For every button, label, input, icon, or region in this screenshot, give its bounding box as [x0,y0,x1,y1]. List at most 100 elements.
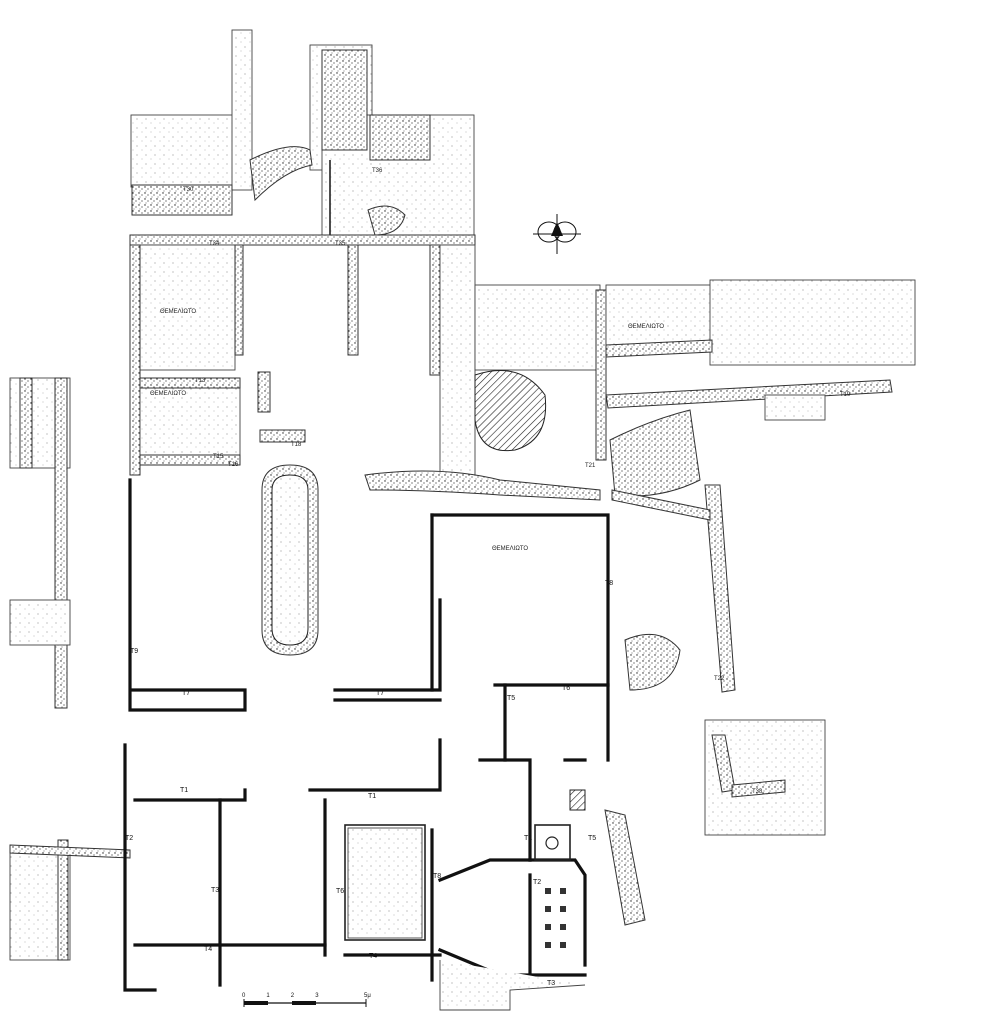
hatched-block [569,789,586,811]
well-frame [534,824,571,861]
wall-t1-west [133,788,247,802]
label-t30: T30 [183,187,194,193]
trench-nw-1 [130,114,237,188]
label-t16: T16 [228,462,239,468]
wall-t2-east [528,858,587,967]
west-wall-2 [54,377,68,709]
wall-t7-east [333,598,442,692]
wall-t13 [139,377,241,389]
wall-t9 [128,478,247,712]
wall-upper-divider-3 [429,244,441,376]
scale-tick-label: 2 [291,993,295,999]
label-t6: T6 [562,685,570,692]
upper-rooms [129,234,916,476]
wall-t19 [605,379,893,409]
wall-t21 [611,489,711,521]
wall-themelioto-2-south [605,339,713,358]
wall-west-long [129,244,141,476]
scale-tick-label: 0 [242,993,246,999]
west-fragment-2 [9,599,71,646]
scale-bar [243,999,367,1007]
wall-t1-east [478,758,532,862]
room-themelioto-2 [605,284,712,346]
label-t6: T6 [336,888,344,895]
label-t3: T3 [547,980,555,987]
main-building [123,478,826,1011]
label-t35: T35 [335,241,346,247]
wall-t38 [731,779,786,798]
rubble-mound-north [367,205,406,236]
apse-inner [271,474,309,646]
trench-t19-pit [764,394,826,421]
label-t2: T2 [533,879,541,886]
wall-t3-east [528,873,587,977]
label-t7: T7 [376,690,384,697]
wall-t8-upper [430,513,610,762]
wall-strip-north-1 [231,29,253,191]
label-t8: T8 [605,580,613,587]
north-arrow-icon [533,214,581,254]
rubble-spread-east [609,409,701,497]
label-t3: T3 [211,887,219,894]
west-wall-diag [9,844,131,859]
room-themelioto-1 [139,244,236,371]
area-labels: ΘΕΜΕΛΙΩΤΟ ΘΕΜΕΛΙΩΤΟ ΘΕΜΕΛΙΩΤΟ ΘΕΜΕΛΙΩΤΟ [150,309,664,552]
room-t13 [139,379,241,456]
wall-t2-west [123,743,157,992]
label-t19: T19 [840,392,851,398]
label-t5: T5 [507,695,515,702]
wall-diagonal-1 [437,858,532,883]
label-t38: T38 [752,789,763,795]
room-inner-fill [347,827,423,939]
middle-zone [139,371,736,693]
wall-t22-east [704,484,736,693]
pier-1 [257,371,271,413]
apsidal-building [261,464,319,656]
west-wall-3 [57,839,69,961]
area-label-themelioto: ΘΕΜΕΛΙΩΤΟ [150,391,186,397]
label-t2: T2 [125,835,133,842]
rubble-wall-t30 [131,184,233,216]
trench-strip-east [439,244,476,476]
rubble-fill-north [321,49,368,151]
scale-tick-label: 1 [266,993,270,999]
label-t5: T5 [588,835,596,842]
label-t34: T34 [209,241,220,247]
rubble-path-north [249,146,313,202]
north-trenches [130,29,475,241]
wall-east-vertical [595,289,607,461]
scale-tick-label: 3 [315,993,319,999]
label-t8: T8 [433,873,441,880]
rubble-band-east-west [364,470,601,501]
label-t21: T21 [585,463,596,469]
pillar-grid [545,888,566,948]
label-t4: T4 [369,953,377,960]
well-icon [545,836,559,850]
label-t1: T1 [368,793,376,800]
label-t18: T18 [291,442,302,448]
label-t1: T1 [524,835,532,842]
wall-t1-middle [308,738,442,792]
rubble-fill-north-2 [369,114,431,161]
wall-t22-lower [604,809,646,926]
rubble-mound-east [624,633,681,691]
scale-tick-label: 5μ [364,993,371,999]
wall-labels: T1 T1 T1 T2 T2 T3 T3 T4 T4 T5 T5 T6 T6 T… [125,168,851,987]
room-inner-middle [344,824,426,941]
label-t9: T9 [130,648,138,655]
label-t36: T36 [372,168,383,174]
wall-upper-divider-2 [347,244,359,356]
west-wall-1 [19,377,33,469]
south-excavation-edge [439,960,586,1011]
wall-t15 [139,454,241,466]
area-label-themelioto: ΘΕΜΕΛΙΩΤΟ [628,324,664,330]
trench-east-1 [474,284,601,371]
trench-far-east [709,279,916,366]
wall-t34-t35 [129,234,476,246]
hatched-mound [474,370,547,452]
label-t4: T4 [204,946,212,953]
label-t13: T13 [195,378,206,384]
label-t1: T1 [180,787,188,794]
wall-upper-divider-1 [234,244,244,356]
label-t22: T22 [714,676,725,682]
